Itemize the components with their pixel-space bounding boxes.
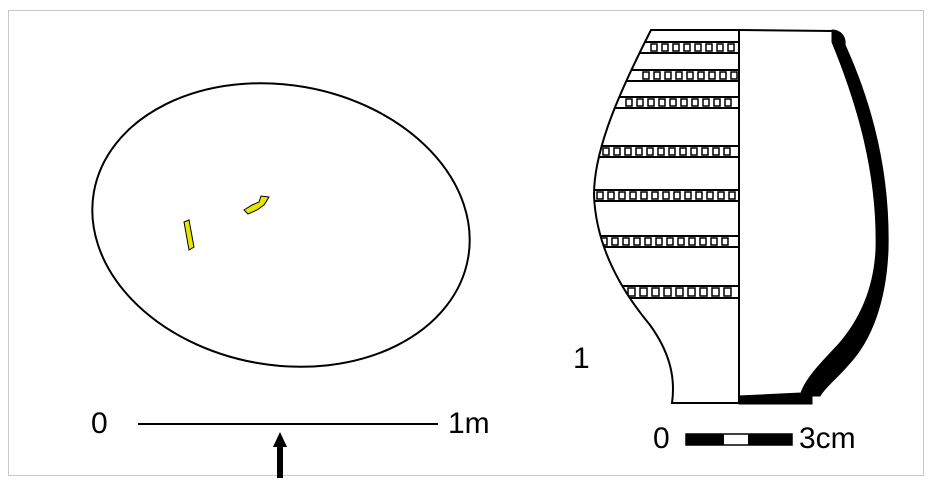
vessel-scale-end-label: 3cm	[799, 422, 856, 455]
vessel-scale-start-label: 0	[653, 422, 670, 455]
decor-band-4	[594, 145, 739, 158]
pit-scale-start-label: 0	[91, 407, 108, 440]
vessel-section-wall	[738, 29, 889, 405]
north-arrow-icon	[273, 432, 287, 478]
decor-band-5	[594, 189, 739, 202]
vessel-number-label: 1	[573, 342, 590, 375]
vessel-scale-bar	[685, 433, 793, 446]
decor-band-6	[594, 235, 739, 248]
find-fragment-2	[243, 195, 270, 215]
find-fragment-1	[183, 219, 195, 251]
pit-outline	[91, 82, 471, 368]
vessel-outline	[592, 29, 740, 404]
vessel-rim-line	[738, 29, 833, 32]
pit-scale-end-label: 1m	[448, 407, 490, 440]
